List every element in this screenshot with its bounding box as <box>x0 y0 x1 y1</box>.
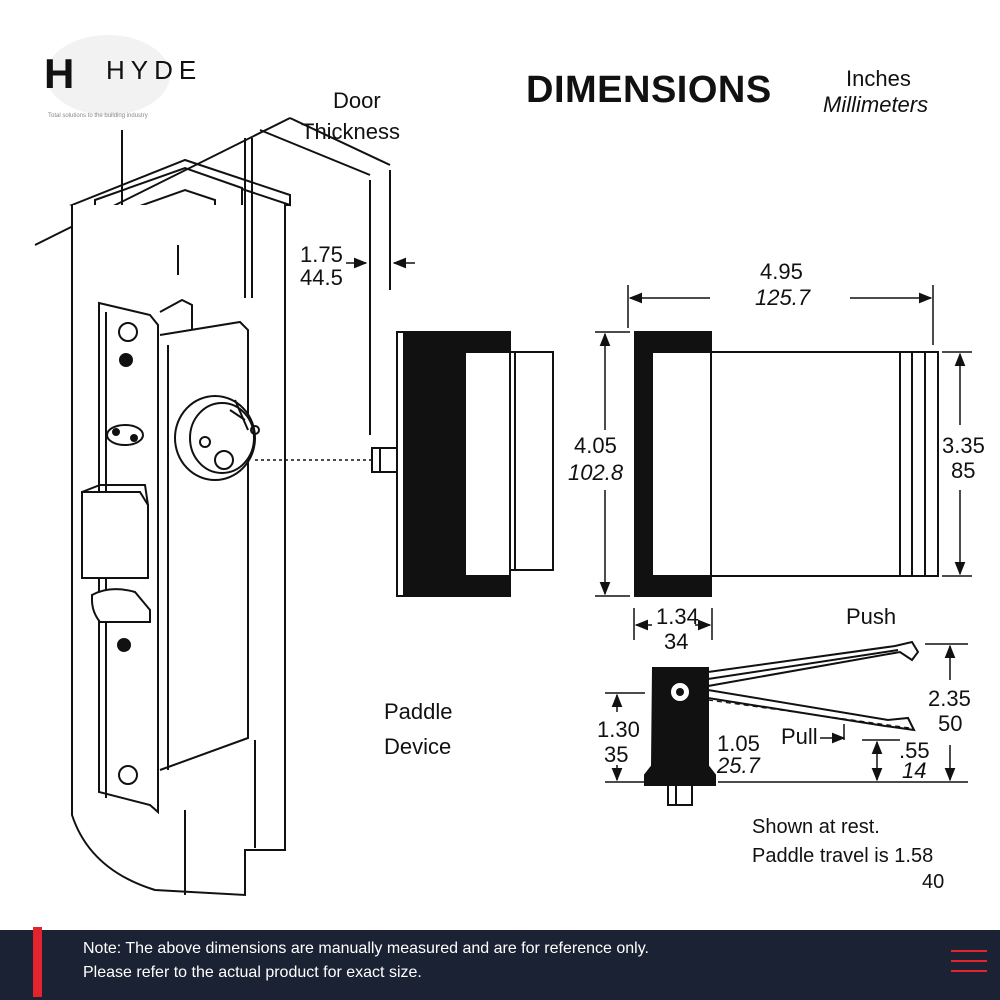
note-paddle-travel-mm: 40 <box>922 871 944 893</box>
width-mm: 125.7 <box>755 285 811 310</box>
base-width-inches: 1.34 <box>656 604 699 629</box>
inner-height-mm: 85 <box>951 458 975 483</box>
note-paddle-travel: Paddle travel is 1.58 <box>752 845 933 867</box>
footer-note-line1: Note: The above dimensions are manually … <box>83 940 649 957</box>
push-height-inches: 2.35 <box>928 686 971 711</box>
pull-height-dimension: .55 14 <box>862 738 930 783</box>
width-inches: 4.95 <box>760 259 803 284</box>
paddle-side-view <box>371 331 554 597</box>
width-dimension: 4.95 125.7 <box>627 259 934 345</box>
brand-tagline: Total solutions to the building industry <box>48 113 148 119</box>
units-primary: Inches <box>846 66 911 91</box>
pull-label: Pull <box>781 724 818 749</box>
paddle-label-line2: Device <box>384 734 451 759</box>
note-shown-at-rest: Shown at rest. <box>752 816 880 838</box>
push-height-mm: 50 <box>938 711 962 736</box>
push-height-dimension: 2.35 50 <box>718 643 971 783</box>
door-assembly <box>34 117 391 897</box>
footer-note-line2: Please refer to the actual product for e… <box>83 964 422 981</box>
logo-letter: H <box>44 50 74 97</box>
base-width-mm: 34 <box>664 629 688 654</box>
door-label-line2: Thickness <box>301 119 400 144</box>
pivot-offset-mm: 25.7 <box>716 753 761 778</box>
page-title: DIMENSIONS <box>526 69 772 111</box>
pull-height-inches: .55 <box>899 738 930 763</box>
door-thickness-inches: 1.75 <box>300 242 343 267</box>
pivot-offset-inches: 1.05 <box>717 731 760 756</box>
door-thickness-dimension: Door Thickness 1.75 44.5 <box>300 88 415 290</box>
door-label-line1: Door <box>333 88 381 113</box>
brand-logo: H HYDE Total solutions to the building i… <box>44 35 202 119</box>
inner-height-inches: 3.35 <box>942 433 985 458</box>
pivot-height-mm: 35 <box>604 742 628 767</box>
paddle-front-view <box>634 331 939 597</box>
push-label: Push <box>846 604 896 629</box>
pull-height-mm: 14 <box>902 758 926 783</box>
paddle-travel-view <box>644 640 920 806</box>
height-dimension: 4.05 102.8 <box>568 331 630 597</box>
footer-note-bar <box>0 930 1000 1000</box>
inner-height-dimension: 3.35 85 <box>942 351 985 577</box>
menu-icon[interactable] <box>951 944 991 978</box>
pivot-height-inches: 1.30 <box>597 717 640 742</box>
door-thickness-mm: 44.5 <box>300 265 343 290</box>
base-width-dimension: 1.34 34 <box>633 604 713 654</box>
brand-name: HYDE <box>106 55 202 85</box>
footer-accent <box>33 927 42 997</box>
pivot-height-dimension: 1.30 35 <box>597 692 645 783</box>
units-secondary: Millimeters <box>823 92 928 117</box>
height-inches: 4.05 <box>574 433 617 458</box>
logo-badge <box>46 35 170 115</box>
height-mm: 102.8 <box>568 460 624 485</box>
paddle-label-line1: Paddle <box>384 699 453 724</box>
